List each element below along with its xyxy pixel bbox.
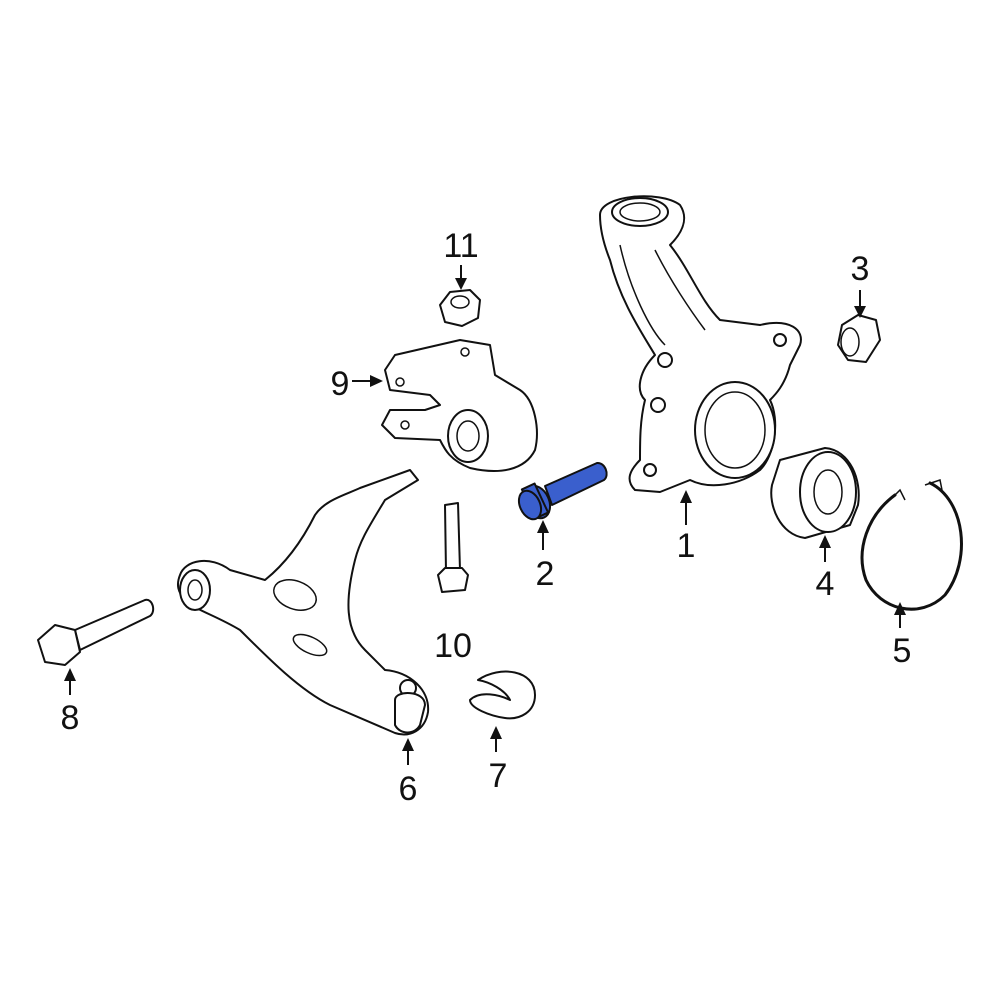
part-3-nut[interactable] <box>837 314 881 363</box>
part-2-bolt[interactable] <box>515 462 608 523</box>
part-4-wheel-bearing[interactable] <box>770 447 860 539</box>
part-8-bolt[interactable] <box>37 598 155 666</box>
callout-5[interactable]: 5 <box>893 632 912 670</box>
part-11-nut[interactable] <box>439 289 481 327</box>
callout-9[interactable]: 9 <box>331 365 350 403</box>
part-6-control-arm[interactable] <box>176 469 430 736</box>
callout-7[interactable]: 7 <box>489 757 508 795</box>
part-10-bolt[interactable] <box>437 502 469 593</box>
bolt-shank <box>544 462 608 506</box>
callout-1[interactable]: 1 <box>677 527 696 565</box>
callout-3[interactable]: 3 <box>851 250 870 288</box>
callout-4[interactable]: 4 <box>816 565 835 603</box>
callout-11[interactable]: 11 <box>443 227 478 265</box>
part-1-steering-knuckle[interactable] <box>599 195 802 493</box>
callout-2[interactable]: 2 <box>536 555 555 593</box>
callout-arrows <box>64 265 906 765</box>
callout-10[interactable]: 10 <box>434 627 472 665</box>
part-5-snap-ring[interactable] <box>860 479 963 611</box>
callout-6[interactable]: 6 <box>399 770 418 808</box>
part-9-bushing-bracket[interactable] <box>381 339 538 472</box>
callout-8[interactable]: 8 <box>61 699 80 737</box>
part-7-dust-shield[interactable] <box>469 670 536 720</box>
